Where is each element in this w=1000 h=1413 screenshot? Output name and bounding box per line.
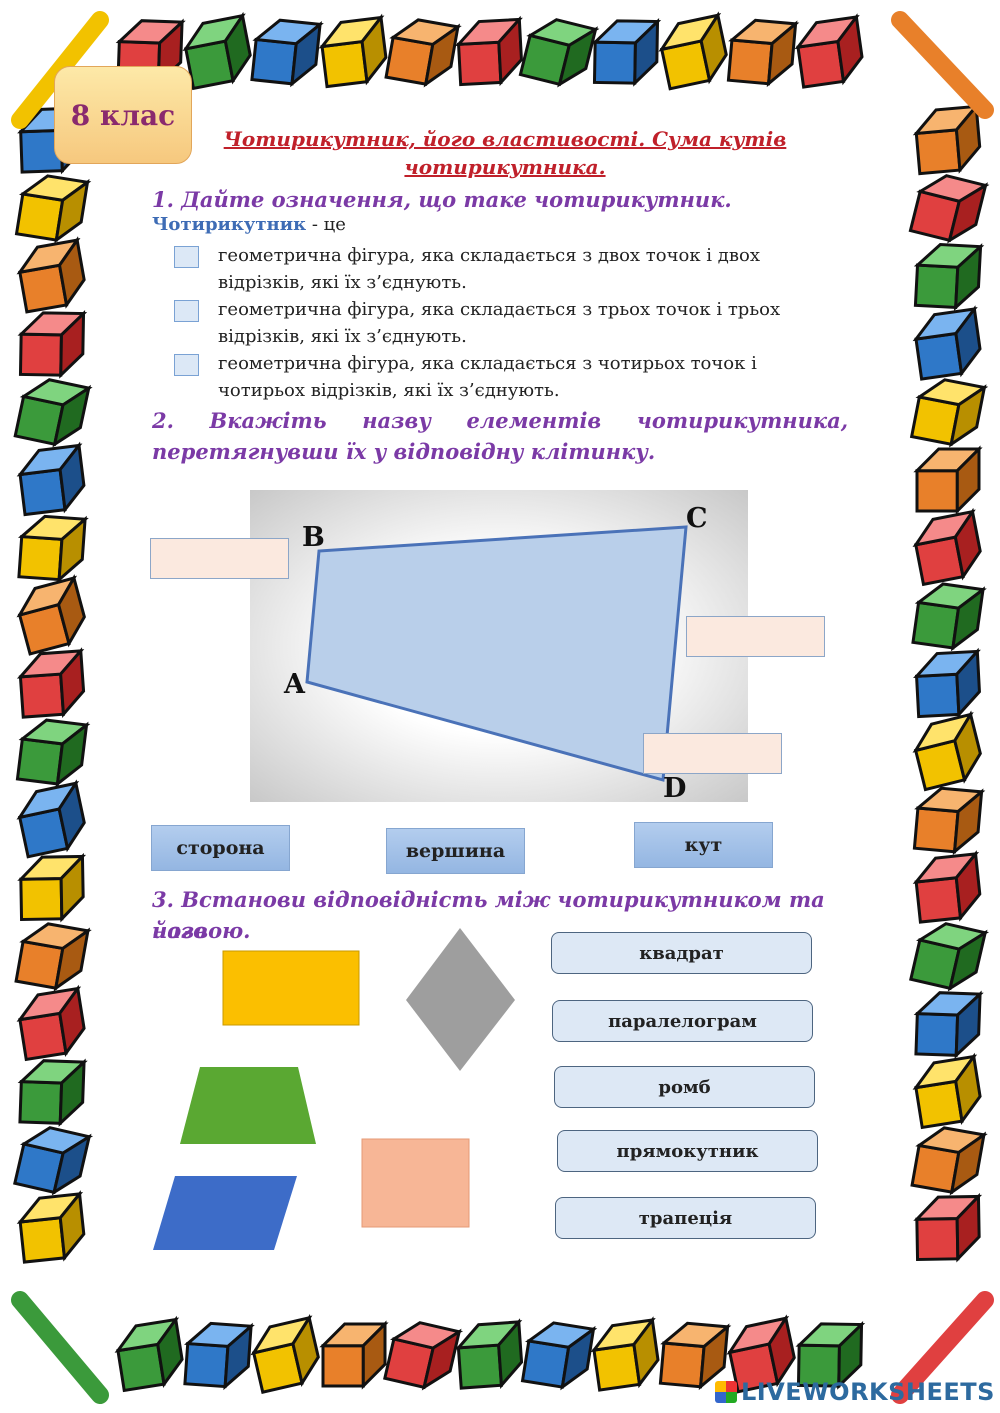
shape-rhombus[interactable] xyxy=(406,928,515,1071)
liveworksheets-icon xyxy=(715,1381,737,1403)
option-1-checkbox[interactable] xyxy=(174,246,199,268)
shape-parallelogram[interactable] xyxy=(153,1176,297,1250)
border-pencil xyxy=(11,1291,109,1404)
border-cube xyxy=(518,18,600,88)
border-cube xyxy=(16,1190,86,1264)
border-cube xyxy=(16,441,86,517)
border-cube xyxy=(250,18,324,88)
border-cube xyxy=(520,1321,598,1391)
border-cube xyxy=(913,1192,983,1263)
border-cube xyxy=(913,647,981,719)
border-cube xyxy=(384,18,462,88)
border-cube xyxy=(910,1126,988,1196)
liveworksheets-logo: LIVEWORKSHEETS xyxy=(715,1378,995,1406)
border-cube xyxy=(909,922,990,992)
border-pencil xyxy=(891,1291,994,1404)
border-cube xyxy=(114,1315,184,1393)
border-cube xyxy=(17,1058,88,1127)
border-cube xyxy=(14,922,92,992)
drag-item-vershyna[interactable]: вершина xyxy=(386,828,525,874)
vertex-label-b: B xyxy=(302,522,325,553)
border-cube xyxy=(17,309,88,379)
border-cube xyxy=(319,1320,389,1390)
border-cube xyxy=(16,647,86,719)
option-2-text: геометрична фігура, яка складається з тр… xyxy=(218,299,781,347)
definition-suffix: - це xyxy=(306,214,346,235)
drag-item-kut[interactable]: кут xyxy=(634,822,773,868)
option-3-text: геометрична фігура, яка складається з чо… xyxy=(218,353,757,401)
border-cube xyxy=(913,243,985,311)
question-1-heading: 1. Дайте означення, що таке чотирикутник… xyxy=(152,187,732,212)
border-cube xyxy=(912,1052,982,1130)
border-pencil xyxy=(891,11,994,119)
border-cube xyxy=(909,378,989,448)
shapes-area xyxy=(153,928,515,1250)
vertex-label-d: D xyxy=(663,773,686,802)
drag-item-storona[interactable]: сторона xyxy=(151,825,290,871)
border-cube xyxy=(908,174,990,244)
border-cube xyxy=(912,305,982,381)
border-cube xyxy=(318,13,388,89)
border-cube xyxy=(794,13,864,89)
drop-zone-2[interactable] xyxy=(686,616,825,657)
definition-term: Чотирикутник xyxy=(152,214,307,235)
border-cube xyxy=(912,710,982,792)
option-1-text: геометрична фігура, яка складається з дв… xyxy=(218,245,760,293)
option-3-checkbox[interactable] xyxy=(174,354,199,376)
grade-badge: 8 клас xyxy=(54,66,192,164)
question-2-heading-line2: перетягнувши їх у відповідну клітинку. xyxy=(152,439,656,464)
vertex-label-a: A xyxy=(283,669,306,700)
border-cube xyxy=(591,17,662,87)
page-title: Чотирикутник, його властивості. Сума кут… xyxy=(223,127,787,179)
border-cube xyxy=(17,852,87,923)
border-cube xyxy=(913,445,983,515)
border-cube xyxy=(658,11,728,91)
name-kvadrat[interactable]: квадрат xyxy=(551,932,812,974)
border-cube xyxy=(16,779,86,859)
option-2-checkbox[interactable] xyxy=(174,300,199,322)
vertex-label-c: C xyxy=(686,503,708,534)
name-trapetsiia[interactable]: трапеція xyxy=(555,1197,816,1239)
name-priamokutnyk[interactable]: прямокутник xyxy=(557,1130,818,1172)
border-cube xyxy=(726,1314,796,1394)
border-cube xyxy=(16,574,86,656)
border-cube xyxy=(912,507,982,587)
border-cube xyxy=(13,378,93,448)
border-cube xyxy=(183,1321,255,1391)
border-cube xyxy=(13,1126,94,1196)
border-cube xyxy=(14,174,92,244)
shape-rectangle[interactable] xyxy=(222,950,360,1026)
border-cube xyxy=(726,18,800,88)
shape-trapezoid[interactable] xyxy=(180,1067,316,1144)
definition-intro: Чотирикутник - це xyxy=(152,214,346,235)
question-2-heading: 2. Вкажіть назву елементів чотирикутника… xyxy=(152,408,848,433)
question-3-heading: 3. Встанови відповідність між чотирикутн… xyxy=(152,887,825,943)
border-cube xyxy=(911,582,987,652)
name-paralelohram[interactable]: паралелограм xyxy=(552,1000,813,1042)
border-cube xyxy=(912,786,986,856)
name-romb[interactable]: ромб xyxy=(554,1066,815,1108)
border-cube xyxy=(454,1318,524,1390)
border-cube xyxy=(383,1321,464,1391)
border-cube xyxy=(182,11,252,91)
border-cube xyxy=(658,1321,732,1391)
shape-square[interactable] xyxy=(361,1138,470,1228)
border-cube xyxy=(250,1313,320,1394)
border-cube xyxy=(17,514,89,584)
border-cube xyxy=(913,990,984,1059)
drop-zone-1[interactable] xyxy=(150,538,289,579)
border-cube xyxy=(912,850,982,924)
question-3-heading-line2: назвою. xyxy=(152,918,251,943)
border-cube xyxy=(590,1316,660,1392)
border-cube xyxy=(912,102,982,176)
footer-text: LIVEWORKSHEETS xyxy=(741,1378,995,1406)
border-cube xyxy=(16,236,86,314)
border-cube xyxy=(15,718,91,788)
border-cube xyxy=(16,984,86,1062)
quadrilateral-abcd xyxy=(305,525,688,782)
border-cube xyxy=(455,15,523,87)
drop-zone-3[interactable] xyxy=(643,733,782,774)
border-cube xyxy=(795,1320,866,1390)
